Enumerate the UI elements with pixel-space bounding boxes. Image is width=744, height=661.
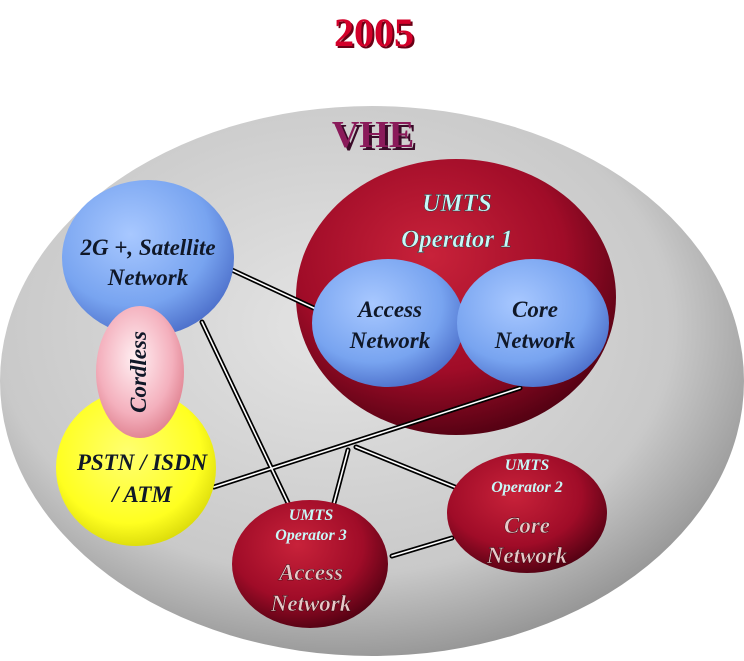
page-title: 2005 [336,12,416,57]
pstn-label-2: / ATM [110,482,173,507]
umts-operator1-title: UMTS [422,190,491,217]
vhe-label-shadow: VHE [335,117,417,159]
umts-operator2-title: UMTS [505,457,550,474]
core-network-label-1: Core [512,297,558,322]
umts-operator3-node [232,500,388,628]
core-network-node [457,259,609,387]
core-network-label-2: Network [494,328,576,353]
connection-lines [199,267,523,559]
umts-operator3-access-label-2: Network [270,591,352,616]
umts-operator2-subtitle: Operator 2 [491,479,563,496]
page-title-face: 2005 [334,10,414,55]
access-network-label-2: Network [349,328,431,353]
cordless-node [96,306,184,438]
satellite-network-label-2: Network [107,265,189,290]
umts-operator2-node [447,453,607,573]
pstn-label-1: PSTN / ISDN [76,450,209,475]
umts-operator3-subtitle: Operator 3 [275,527,347,544]
umts-operator3-title: UMTS [289,507,334,524]
vhe-label: VHE [332,114,414,156]
cordless-label: Cordless [126,331,151,413]
pstn-isdn-atm-node [56,390,216,546]
access-network-label-1: Access [356,297,422,322]
umts-operator1-subtitle: Operator 1 [401,226,513,253]
satellite-network-label-1: 2G +, Satellite [79,235,215,260]
umts-operator2-core-label-2: Network [486,543,568,568]
umts-operator2-core-label-1: Core [504,513,550,538]
umts-operator3-access-label-1: Access [277,560,343,585]
satellite-network-node [62,180,234,336]
access-network-node [312,259,464,387]
